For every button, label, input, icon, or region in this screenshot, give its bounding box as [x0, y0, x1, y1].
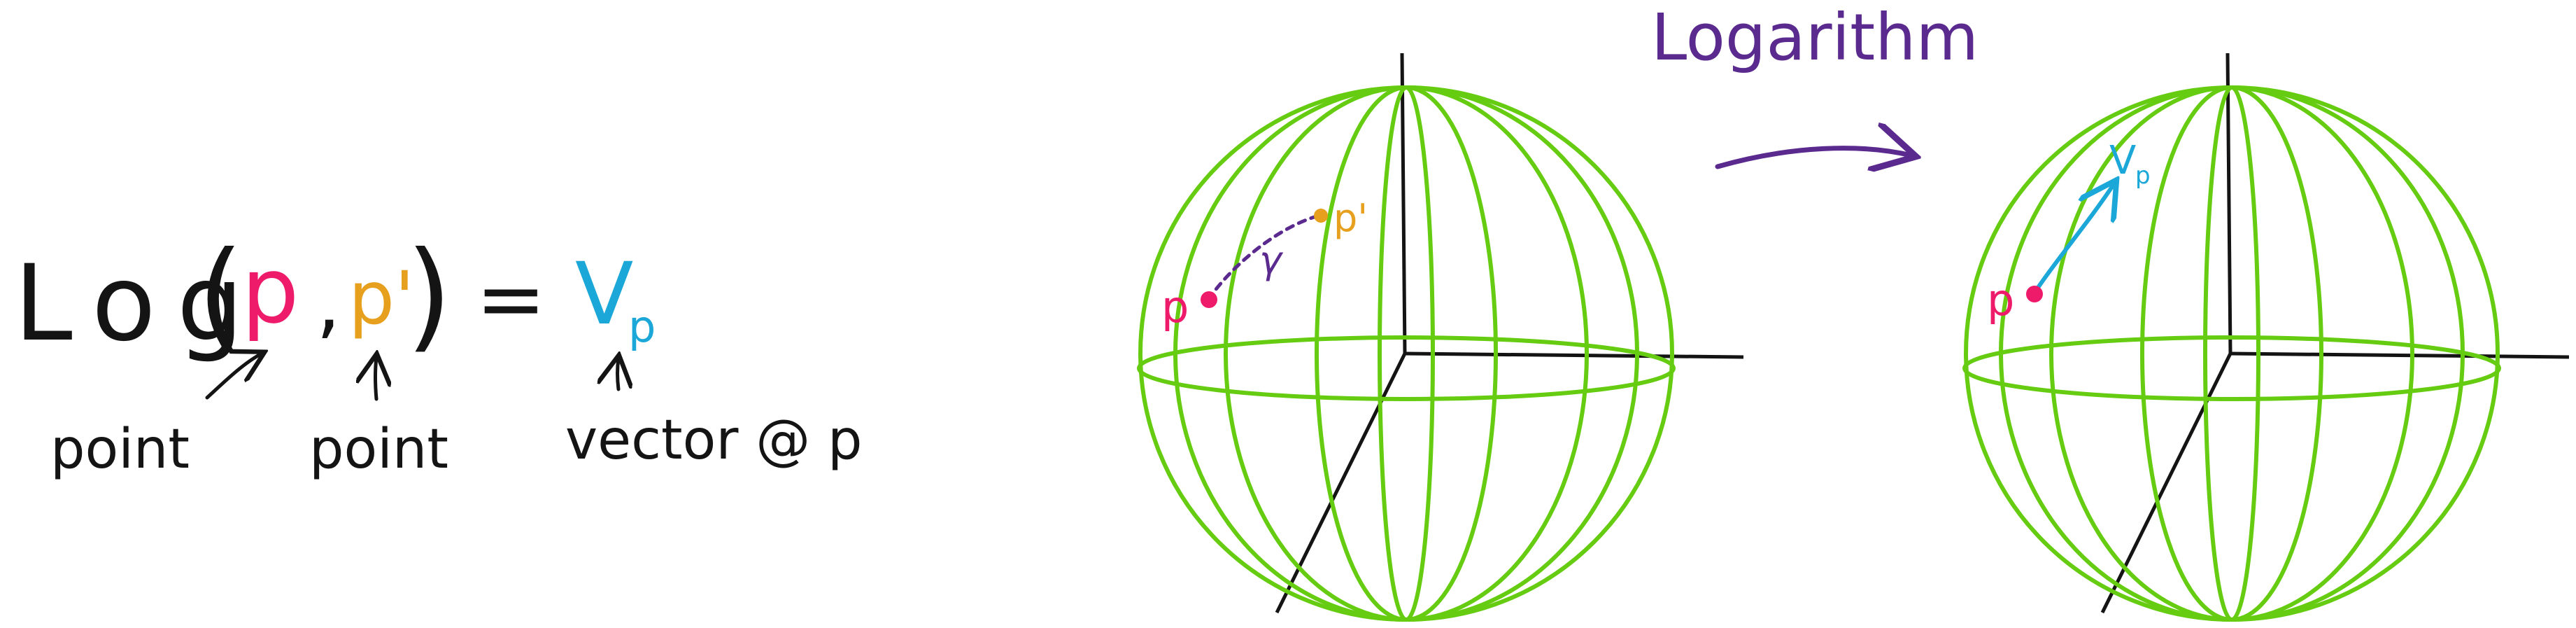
first-arg-annotation: point [50, 418, 190, 481]
left-sphere: γ p p' [1137, 53, 1744, 622]
left-geodesic-curve [1206, 214, 1321, 302]
right-axis-vertical [2225, 53, 2232, 354]
equation-open-paren: ( [197, 226, 243, 365]
left-axis-horizontal [1404, 351, 1744, 359]
equation-arg-p: p [241, 237, 299, 344]
left-point-p [1201, 291, 1217, 308]
right-sphere-wireframe [1962, 85, 2501, 622]
right-vector-subscript: p [2135, 162, 2151, 190]
equation-equals: = [476, 251, 546, 348]
equation-result-v: V [575, 244, 633, 344]
equation-arg-p-prime: p' [348, 256, 415, 341]
curved-arrow-right-icon [1715, 148, 1911, 167]
transition-label: Logarithm [1651, 0, 1979, 75]
left-point-p-label: p [1161, 281, 1189, 333]
right-point-p-label: p [1987, 274, 2014, 326]
equation-log-label: Log [14, 243, 264, 365]
right-sphere-equator [1962, 335, 2501, 401]
left-sphere-meridian-4 [1173, 85, 1639, 622]
left-sphere-wireframe [1137, 85, 1676, 622]
right-tangent-vector [2032, 183, 2114, 295]
equation-result-subscript: p [628, 301, 656, 352]
equation-comma: , [316, 258, 341, 347]
left-point-p-prime-label: p' [1333, 196, 1368, 240]
result-arrow [618, 358, 619, 391]
left-axis-vertical [1400, 53, 1407, 354]
right-vector-label: V [2109, 138, 2136, 183]
equation-close-paren: ) [406, 226, 452, 365]
first-arg-arrow [205, 354, 262, 400]
right-point-p [2026, 286, 2043, 302]
second-arg-annotation: point [309, 418, 448, 481]
transition: Logarithm [1651, 0, 1979, 167]
right-sphere: V p p [1962, 53, 2570, 622]
left-curve-label: γ [1259, 238, 1284, 282]
right-sphere-meridian-4 [1999, 85, 2465, 622]
left-sphere-equator [1137, 335, 1676, 401]
second-arg-arrow [376, 357, 377, 401]
right-axis-horizontal [2230, 351, 2570, 359]
left-point-p-prime [1314, 209, 1328, 223]
right-axis-diagonal [2100, 352, 2232, 614]
result-annotation: vector @ p [565, 409, 863, 472]
left-axis-diagonal [1275, 352, 1407, 614]
equation: Log ( p , p' ) = V p point point vector … [14, 226, 863, 481]
